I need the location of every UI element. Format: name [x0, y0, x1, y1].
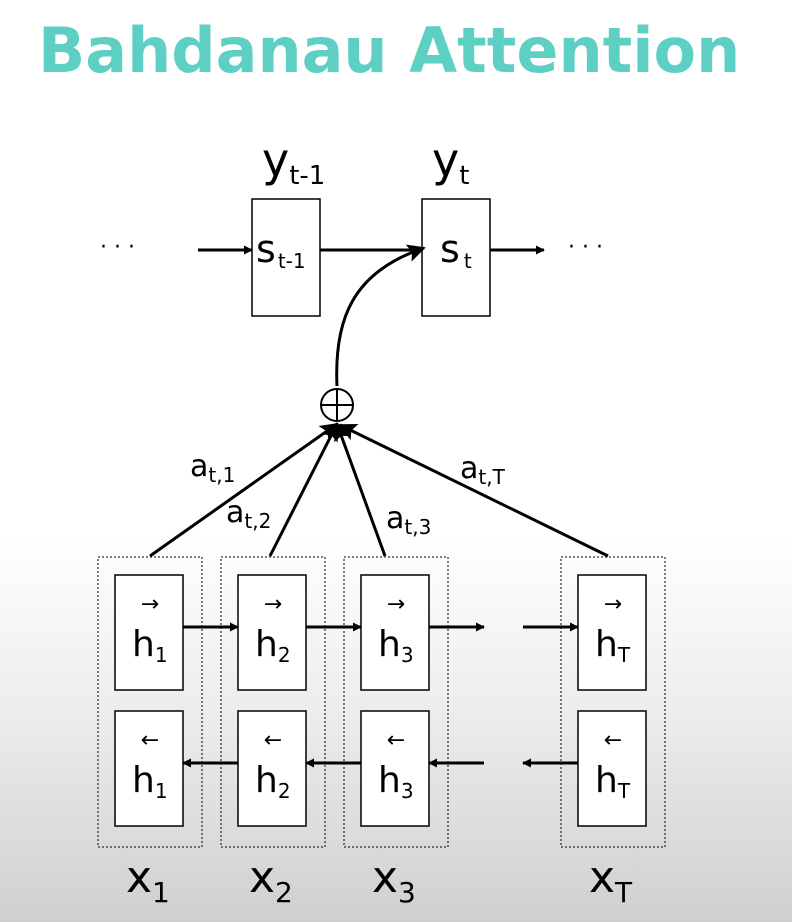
- input-x-1: x1: [126, 852, 170, 909]
- backward-box-T: [577, 710, 647, 827]
- backward-arrow-glyph-T: ←: [604, 728, 622, 753]
- weight-label-1: at,1: [190, 449, 235, 487]
- backward-hidden-1: h1: [132, 760, 168, 803]
- forward-arrow-glyph-T: →: [604, 592, 622, 617]
- column-frame-3: [343, 556, 449, 848]
- backward-box-1: [114, 710, 184, 827]
- forward-hidden-1: h1: [132, 624, 168, 667]
- input-x-T: xT: [589, 852, 633, 909]
- page-title: Bahdanau Attention: [38, 14, 741, 87]
- backward-hidden-T: hT: [595, 760, 631, 803]
- state-box-prev: [251, 198, 321, 317]
- context-arrow: [335, 244, 426, 387]
- weight-label-T: at,T: [460, 451, 506, 489]
- forward-box-2: [237, 574, 307, 691]
- encoder-column-3: → h3 ← h3 x3: [343, 556, 449, 909]
- forward-hidden-2: h2: [255, 624, 291, 667]
- state-box-cur: [421, 198, 491, 317]
- input-x-2: x2: [249, 852, 293, 909]
- forward-arrow-glyph-3: →: [387, 592, 405, 617]
- output-y-cur: yt: [432, 133, 469, 191]
- column-frame-T: [560, 556, 666, 848]
- backward-arrow-glyph-2: ←: [264, 728, 282, 753]
- forward-hidden-T: hT: [595, 624, 631, 667]
- output-y-prev: yt-1: [262, 133, 325, 191]
- column-frame-2: [220, 556, 326, 848]
- weight-arrow-3: [334, 422, 387, 557]
- backward-hidden-2: h2: [255, 760, 291, 803]
- backward-arrow-glyph-1: ←: [141, 728, 159, 753]
- input-x-3: x3: [372, 852, 416, 909]
- forward-box-3: [360, 574, 430, 691]
- forward-arrow-glyph-2: →: [264, 592, 282, 617]
- ellipsis-right: · · ·: [568, 235, 603, 260]
- weight-arrow-2: [268, 422, 339, 557]
- weight-arrow-T: [338, 423, 609, 558]
- forward-arrow-glyph-1: →: [141, 592, 159, 617]
- forward-hidden-3: h3: [378, 624, 414, 667]
- ellipsis-left: · · ·: [100, 235, 135, 260]
- forward-box-1: [114, 574, 184, 691]
- backward-box-2: [237, 710, 307, 827]
- weight-label-2: at,2: [226, 495, 271, 533]
- column-frame-1: [97, 556, 203, 848]
- encoder-column-2: → h2 ← h2 x2: [220, 556, 326, 909]
- forward-box-T: [577, 574, 647, 691]
- weight-arrow-1: [149, 422, 339, 558]
- backward-arrow-glyph-3: ←: [387, 728, 405, 753]
- weight-label-3: at,3: [386, 501, 431, 539]
- encoder-column-T: → hT ← hT xT: [560, 556, 666, 909]
- backward-box-3: [360, 710, 430, 827]
- backward-hidden-3: h3: [378, 760, 414, 803]
- encoder-column-1: → h1 ← h1 x1: [97, 556, 203, 909]
